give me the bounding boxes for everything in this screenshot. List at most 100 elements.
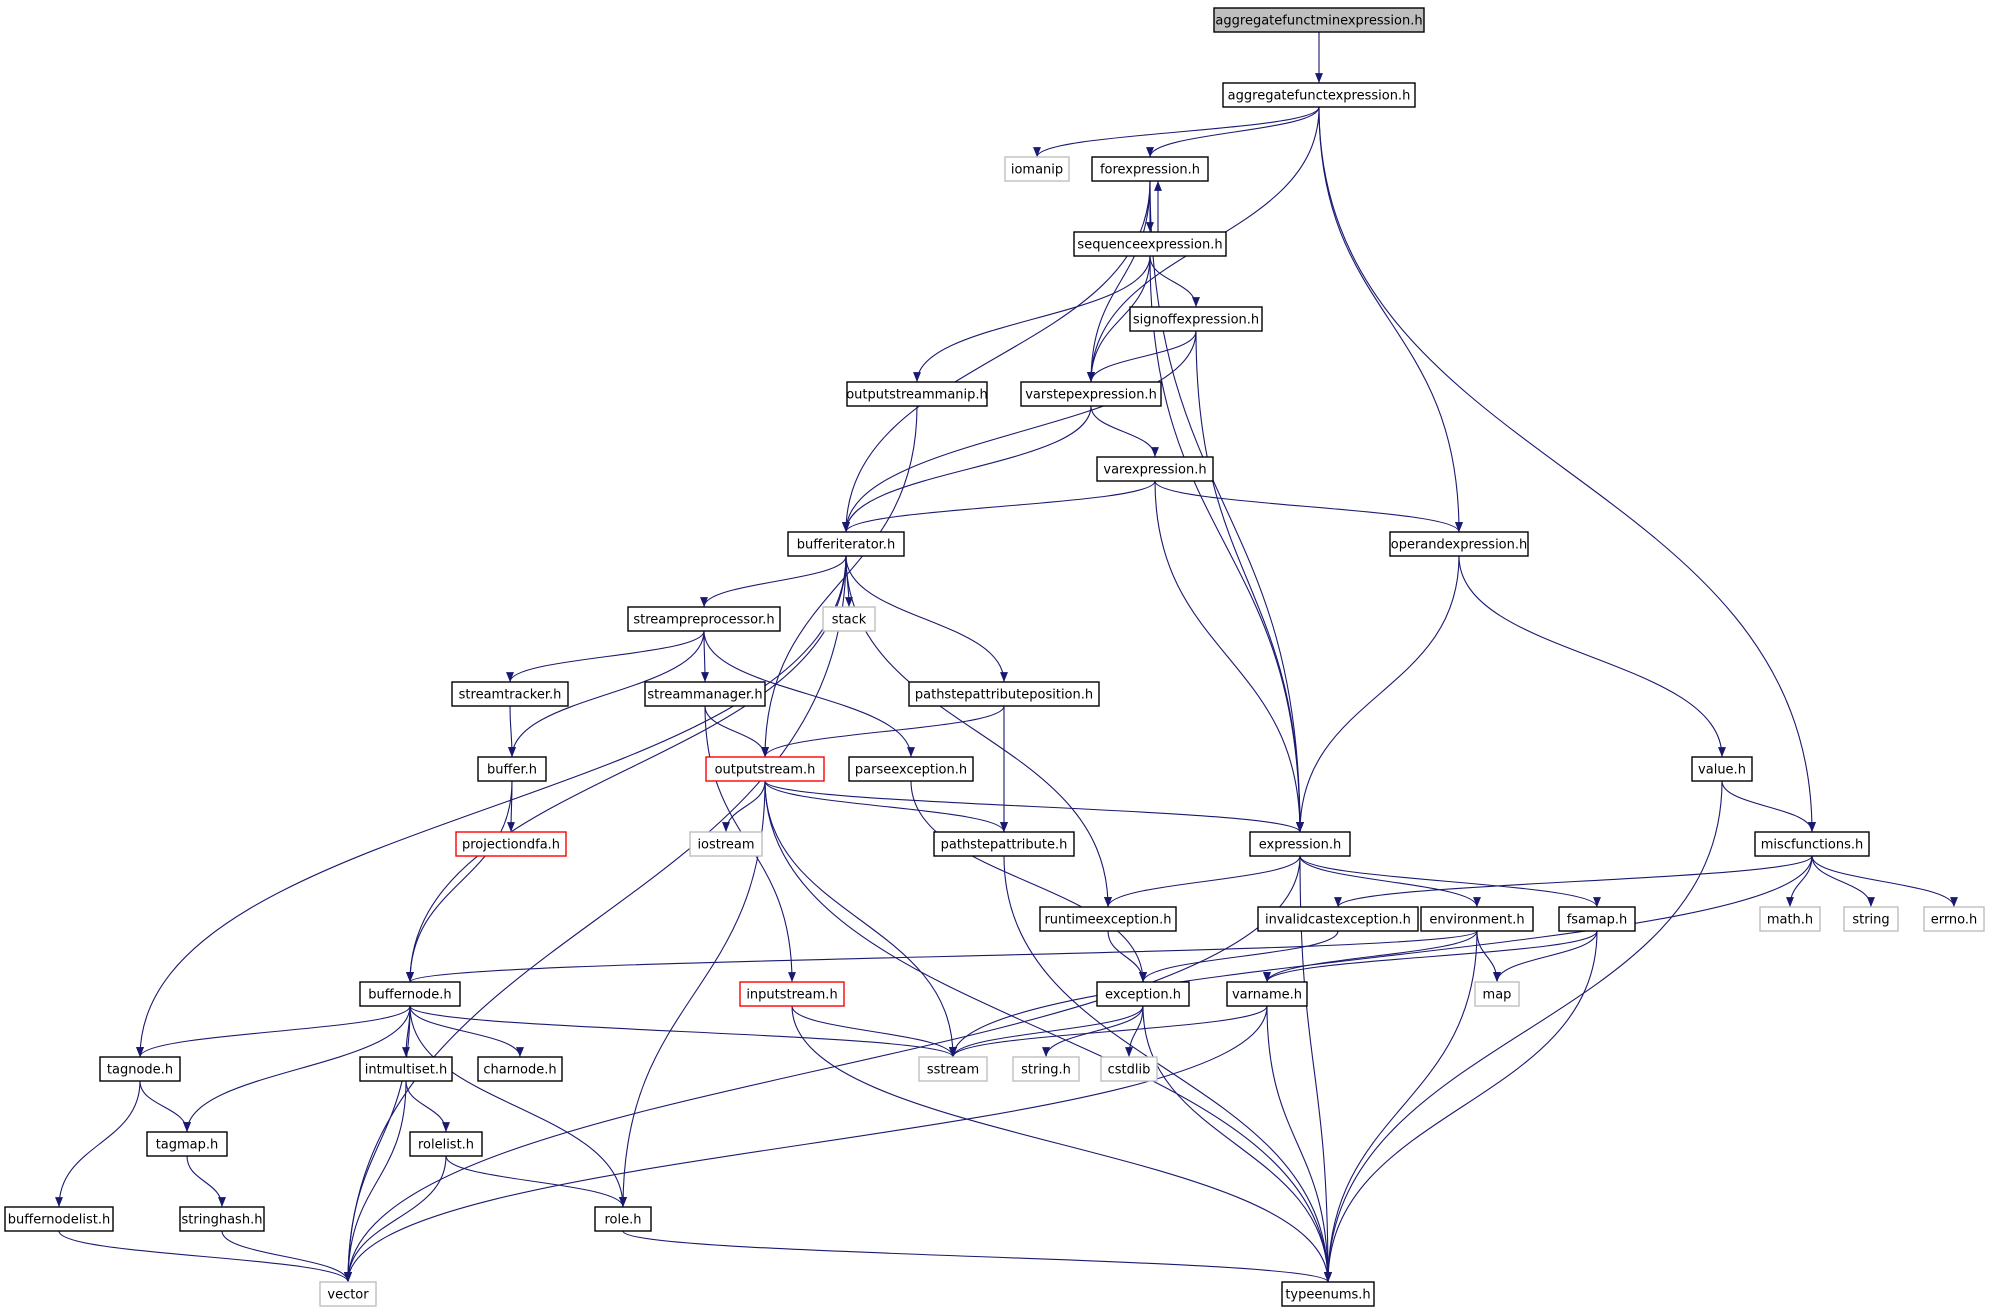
node-value[interactable]: value.h: [1691, 756, 1753, 782]
node-operandexpression[interactable]: operandexpression.h: [1389, 531, 1529, 557]
edge-miscfunctions-to-invalidcastexception: [1334, 855, 1813, 908]
node-miscfunctions[interactable]: miscfunctions.h: [1754, 831, 1870, 857]
node-streamtracker[interactable]: streamtracker.h: [451, 681, 569, 707]
node-signoffexpression[interactable]: signoffexpression.h: [1129, 306, 1263, 332]
node-box: [1420, 906, 1534, 932]
edge-forexpression-to-expression: [1149, 180, 1304, 833]
edge-streampreprocessor-to-parseexception: [703, 630, 915, 758]
node-invalidcastexception[interactable]: invalidcastexception.h: [1257, 906, 1419, 932]
node-forexpression[interactable]: forexpression.h: [1091, 156, 1209, 182]
node-box: [99, 1056, 181, 1082]
node-box: [739, 981, 845, 1007]
node-streammanager[interactable]: streammanager.h: [644, 681, 766, 707]
node-charnode[interactable]: charnode.h: [477, 1056, 563, 1082]
node-box: [477, 1056, 563, 1082]
edge-signoffexpression-to-expression: [1195, 330, 1304, 833]
node-label: value.h: [1698, 763, 1746, 778]
edge-tagmap-to-stringhash: [186, 1155, 226, 1208]
node-label: forexpression.h: [1100, 163, 1200, 178]
node-label: streamtracker.h: [459, 688, 562, 703]
node-label: rolelist.h: [418, 1138, 474, 1153]
node-pathstepattributeposition[interactable]: pathstepattributeposition.h: [908, 681, 1100, 707]
node-outputstreammanip[interactable]: outputstreammanip.h: [846, 381, 988, 407]
node-label: stringhash.h: [182, 1213, 263, 1228]
node-expression[interactable]: expression.h: [1249, 831, 1351, 857]
node-varstepexpression[interactable]: varstepexpression.h: [1020, 381, 1162, 407]
edge-parseexception-to-exception: [910, 780, 1147, 983]
node-box: [1096, 981, 1190, 1007]
node-box: [1691, 756, 1753, 782]
node-varname[interactable]: varname.h: [1226, 981, 1308, 1007]
node-label: sstream: [927, 1063, 979, 1078]
edge-expression-to-runtimeexception: [1104, 855, 1301, 908]
node-environment[interactable]: environment.h: [1420, 906, 1534, 932]
node-inputstream[interactable]: inputstream.h: [739, 981, 845, 1007]
edge-bufferiterator-to-vector: [344, 555, 847, 1283]
edge-outputstream-to-expression: [764, 780, 1304, 833]
node-runtimeexception[interactable]: runtimeexception.h: [1039, 906, 1177, 932]
edge-outputstream-to-sstream: [764, 780, 957, 1058]
node-pathstepattribute[interactable]: pathstepattribute.h: [933, 831, 1075, 857]
edge-expression-to-environment: [1299, 855, 1481, 908]
edge-environment-to-varname: [1263, 930, 1478, 983]
node-aggregatefunctexpression[interactable]: aggregatefunctexpression.h: [1222, 82, 1416, 108]
node-label: bufferiterator.h: [797, 538, 895, 553]
node-varexpression[interactable]: varexpression.h: [1096, 456, 1214, 482]
edge-varname-to-vector: [344, 1005, 1268, 1283]
node-outputstream[interactable]: outputstream.h: [705, 756, 825, 782]
node-sequenceexpression[interactable]: sequenceexpression.h: [1073, 231, 1227, 257]
edge-environment-to-map: [1476, 930, 1501, 983]
edge-buffernode-to-charnode: [409, 1005, 524, 1058]
edge-varname-to-sstream: [949, 1005, 1268, 1058]
edge-intmultiset-to-vector: [344, 1080, 407, 1283]
node-label: exception.h: [1105, 988, 1181, 1003]
edge-streampreprocessor-to-streamtracker: [506, 630, 705, 683]
node-aggregatefunctminexpression[interactable]: aggregatefunctminexpression.h: [1213, 7, 1425, 33]
node-parseexception[interactable]: parseexception.h: [848, 756, 974, 782]
node-label: varname.h: [1232, 988, 1302, 1003]
node-projectiondfa[interactable]: projectiondfa.h: [455, 831, 567, 857]
node-tagnode[interactable]: tagnode.h: [99, 1056, 181, 1082]
node-tagmap[interactable]: tagmap.h: [146, 1131, 228, 1157]
node-label: parseexception.h: [855, 763, 967, 778]
edge-rolelist-to-vector: [344, 1155, 447, 1283]
edge-intmultiset-to-rolelist: [405, 1080, 450, 1133]
node-label: stack: [832, 613, 867, 628]
node-rolelist[interactable]: rolelist.h: [409, 1131, 483, 1157]
edge-expression-to-vector: [344, 855, 1301, 1283]
edge-fsamap-to-map: [1493, 930, 1598, 983]
edge-pathstepattributeposition-to-outputstream: [761, 705, 1005, 758]
edge-outputstream-to-role: [619, 780, 766, 1208]
node-box: [594, 1206, 652, 1232]
node-box: [644, 681, 766, 707]
node-exception[interactable]: exception.h: [1096, 981, 1190, 1007]
node-label: vector: [327, 1288, 369, 1303]
node-buffernode[interactable]: buffernode.h: [359, 981, 461, 1007]
node-box: [1213, 7, 1425, 33]
node-stringhash[interactable]: stringhash.h: [179, 1206, 265, 1232]
node-box: [1091, 156, 1209, 182]
node-bufferiterator[interactable]: bufferiterator.h: [787, 531, 905, 557]
node-box: [848, 756, 974, 782]
node-role[interactable]: role.h: [594, 1206, 652, 1232]
edge-inputstream-to-sstream: [791, 1005, 957, 1058]
edge-varstepexpression-to-varexpression: [1090, 405, 1159, 458]
node-typeenums[interactable]: typeenums.h: [1281, 1281, 1375, 1307]
node-label: buffernodelist.h: [8, 1213, 110, 1228]
node-buffer[interactable]: buffer.h: [477, 756, 547, 782]
edge-stringhash-to-vector: [221, 1230, 352, 1283]
node-label: environment.h: [1429, 913, 1524, 928]
edge-signoffexpression-to-varstepexpression: [1087, 330, 1197, 383]
node-box: [1843, 906, 1899, 932]
node-label: operandexpression.h: [1391, 538, 1528, 553]
node-box: [1558, 906, 1636, 932]
node-label: expression.h: [1259, 838, 1342, 853]
node-fsamap[interactable]: fsamap.h: [1558, 906, 1636, 932]
node-box: [1249, 831, 1351, 857]
node-streampreprocessor[interactable]: streampreprocessor.h: [627, 606, 781, 632]
node-intmultiset[interactable]: intmultiset.h: [359, 1056, 453, 1082]
node-box: [4, 1206, 114, 1232]
node-buffernodelist[interactable]: buffernodelist.h: [4, 1206, 114, 1232]
edge-environment-to-buffernode: [406, 930, 1478, 983]
